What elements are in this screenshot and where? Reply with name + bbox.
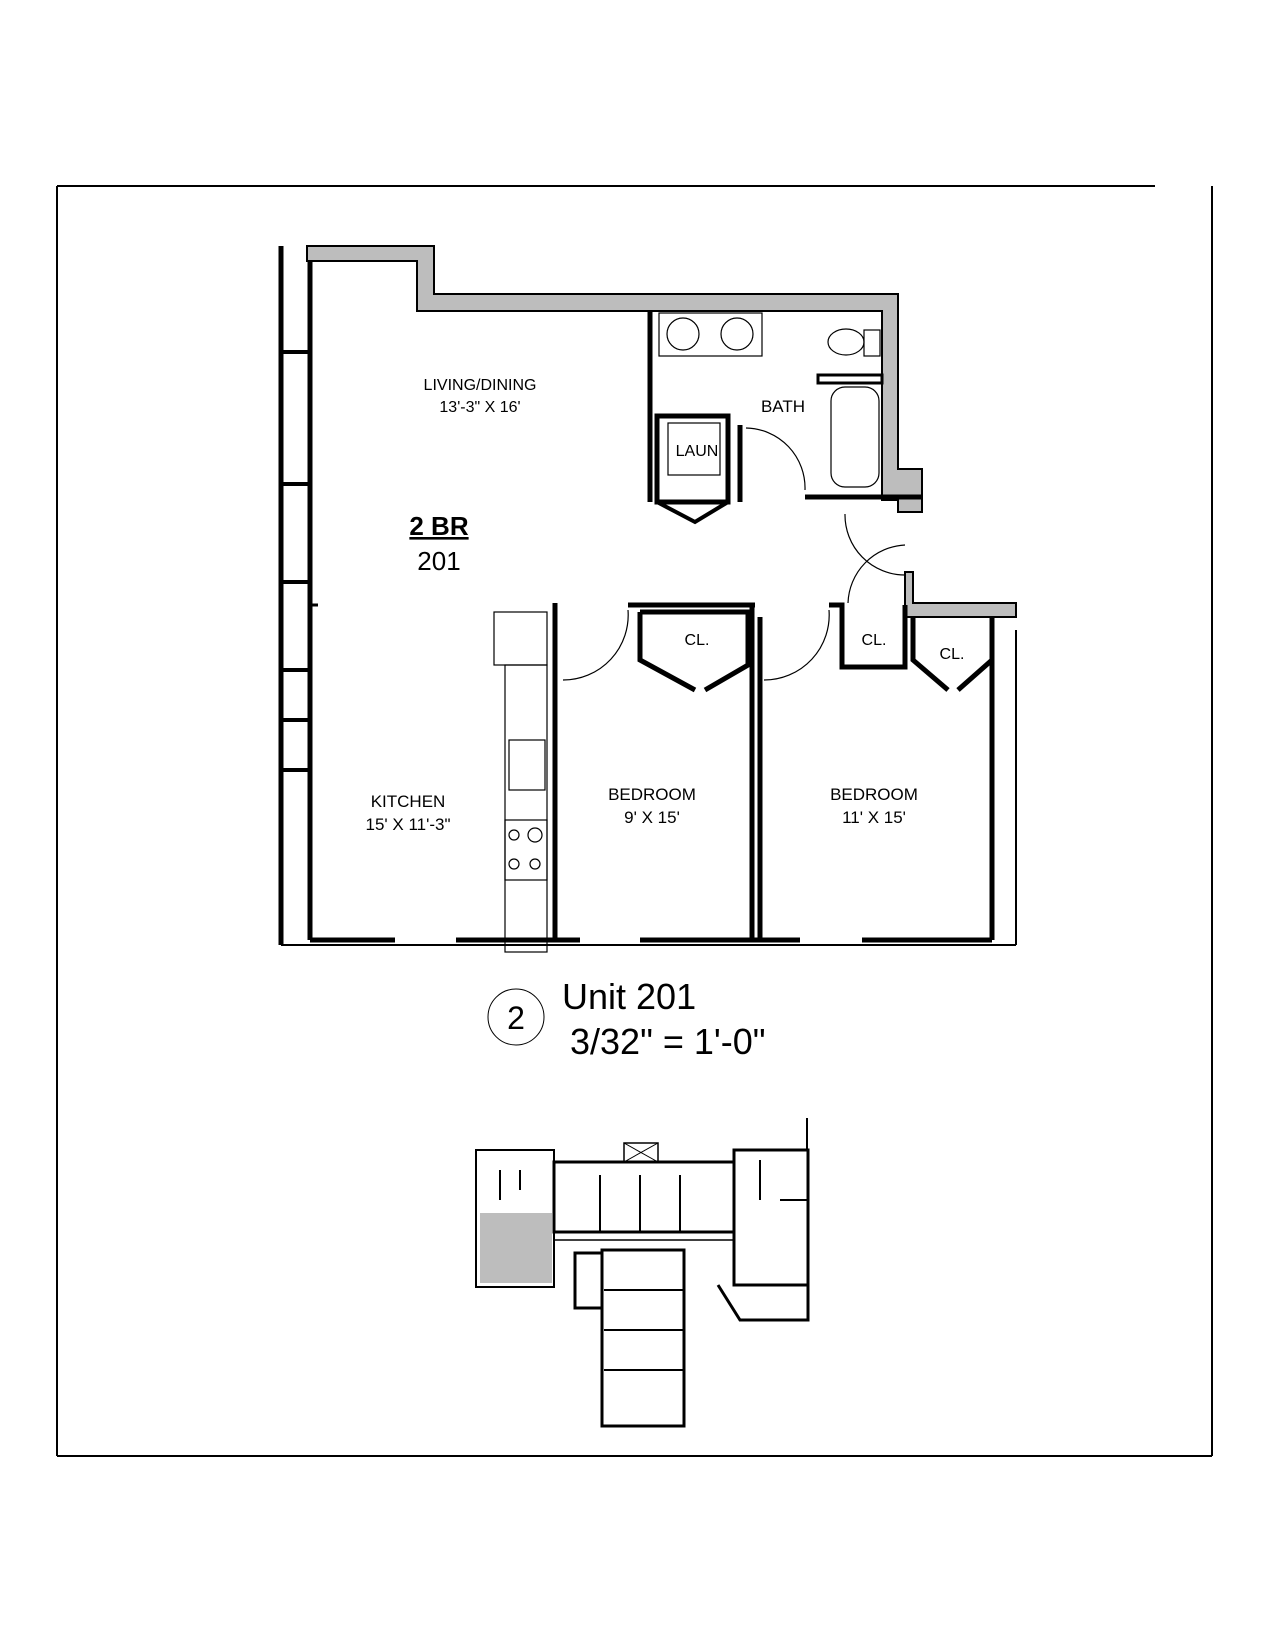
closet-label: CL. (940, 646, 965, 663)
view-number-bubble (487, 988, 545, 1046)
closet-door-swing (847, 544, 906, 604)
room-size: 9' X 15' (624, 808, 680, 827)
sheet-frame (56, 185, 1213, 1457)
hall-door-swing (844, 513, 906, 576)
kitchen-sink-icon (508, 739, 546, 791)
range-icon (504, 819, 548, 881)
unit-type: 2 BR (409, 511, 468, 541)
closet-label: CL. (862, 632, 887, 649)
room-size: 15' X 11'-3" (366, 815, 451, 834)
room-name: BEDROOM (830, 785, 918, 804)
drawing-caption: 2 Unit 201 3/32" = 1'-0" (487, 976, 766, 1062)
bathtub-icon (830, 386, 880, 488)
laundry-label: LAUN (676, 443, 719, 460)
key-plan (475, 1118, 810, 1428)
bath-door-swing (745, 427, 806, 491)
sink-icon (666, 317, 700, 351)
bedroom-door-swing (763, 609, 830, 681)
washer-icon (667, 422, 721, 476)
view-number: 2 (507, 1000, 525, 1036)
room-size: 11' X 15' (842, 808, 906, 827)
drawing-scale: 3/32" = 1'-0" (570, 1021, 766, 1062)
refrigerator-icon (493, 611, 548, 666)
toilet-icon (827, 328, 865, 356)
toilet-tank (863, 329, 881, 357)
bath-label: BATH (761, 397, 805, 416)
unit-number: 201 (417, 546, 460, 576)
sink-icon (720, 317, 754, 351)
walls (278, 246, 1017, 946)
room-name: BEDROOM (608, 785, 696, 804)
drawing-title: Unit 201 (562, 976, 696, 1017)
room-name: LIVING/DINING (424, 377, 537, 394)
key-plan-unit-highlight (480, 1213, 552, 1283)
bedroom-door-swing (562, 609, 629, 681)
vanity-counter (658, 312, 763, 357)
room-size: 13'-3" X 16' (439, 399, 520, 416)
fixtures (493, 312, 906, 953)
shared-wall (306, 245, 1017, 618)
room-name: KITCHEN (371, 792, 446, 811)
room-labels: LIVING/DINING 13'-3" X 16' 2 BR 201 BATH… (366, 377, 965, 834)
closet-label: CL. (685, 632, 710, 649)
